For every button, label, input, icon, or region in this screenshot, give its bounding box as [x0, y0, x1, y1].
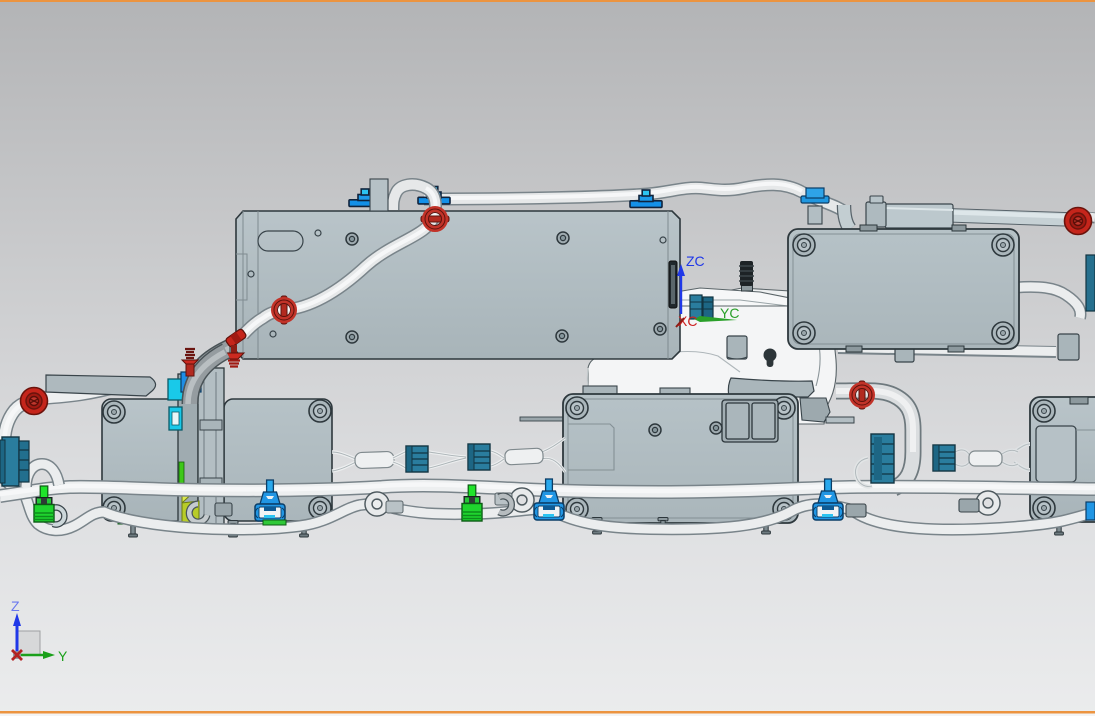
svg-text:XC: XC	[678, 313, 697, 329]
svg-text:Z: Z	[11, 598, 20, 614]
svg-text:YC: YC	[720, 305, 739, 321]
svg-text:ZC: ZC	[686, 253, 705, 269]
svg-text:Y: Y	[58, 648, 68, 664]
